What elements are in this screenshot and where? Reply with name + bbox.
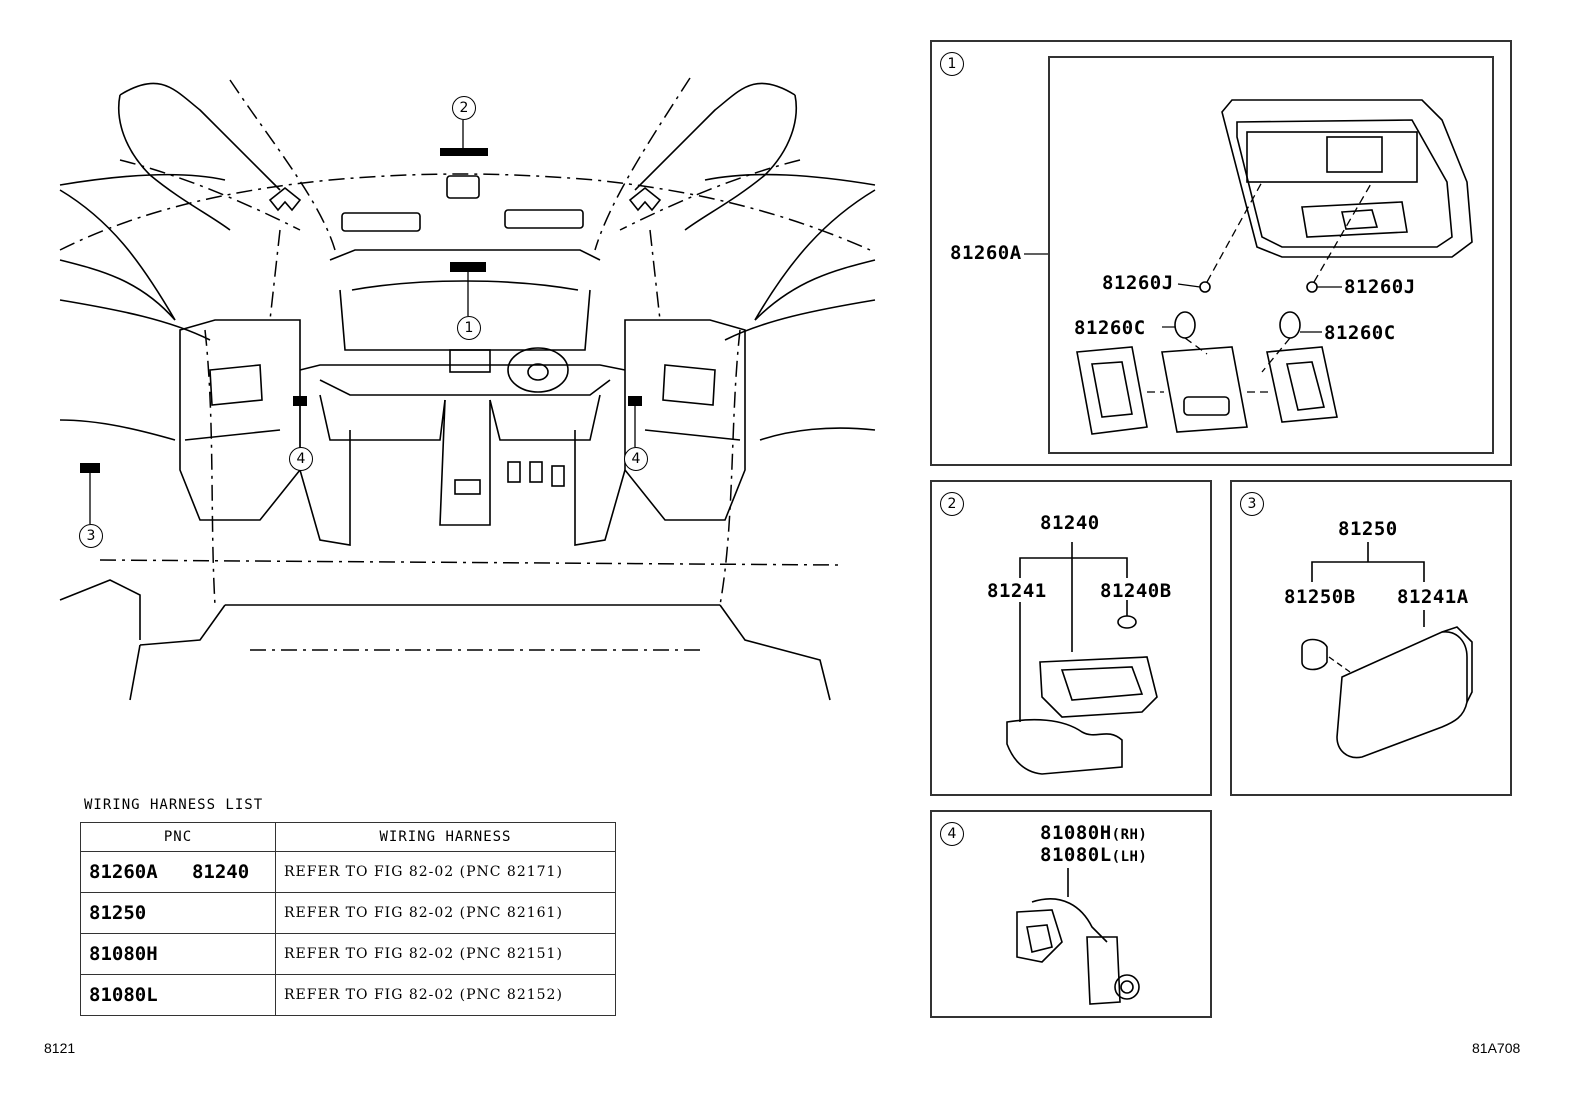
map-lamp-drawing bbox=[1006, 542, 1158, 775]
table-row: 81250 REFER TO FIG 82-02 (PNC 82161) bbox=[80, 892, 616, 934]
label-81260C-left: 81260C bbox=[1074, 317, 1146, 339]
label-81260J-left: 81260J bbox=[1102, 272, 1174, 294]
label-81080L: 81080L(LH) bbox=[1040, 844, 1147, 866]
table-cell-pnc: 81260A 81240 bbox=[80, 851, 276, 893]
panel-4-number: 4 bbox=[940, 822, 964, 846]
wiring-harness-table: PNC WIRING HARNESS 81260A 81240 REFER TO… bbox=[80, 822, 616, 1016]
callout-3: 3 bbox=[79, 524, 103, 548]
table-cell-ref: REFER TO FIG 82-02 (PNC 82171) bbox=[275, 851, 616, 893]
figure-number: 8121 bbox=[44, 1040, 76, 1056]
luggage-lamp-drawing bbox=[1301, 542, 1473, 759]
table-row: 81080H REFER TO FIG 82-02 (PNC 82151) bbox=[80, 933, 616, 975]
callout-2: 2 bbox=[452, 96, 476, 120]
header-wiring-harness: WIRING HARNESS bbox=[275, 822, 616, 852]
table-row: 81080L REFER TO FIG 82-02 (PNC 82152) bbox=[80, 974, 616, 1016]
label-81080H: 81080H(RH) bbox=[1040, 822, 1147, 844]
panel-1-number: 1 bbox=[940, 52, 964, 76]
label-81080L-part: 81080L bbox=[1040, 844, 1112, 866]
label-81250B: 81250B bbox=[1284, 586, 1356, 608]
table-cell-pnc: 81080L bbox=[80, 974, 276, 1016]
table-cell-ref: REFER TO FIG 82-02 (PNC 82161) bbox=[275, 892, 616, 934]
table-cell-ref: REFER TO FIG 82-02 (PNC 82152) bbox=[275, 974, 616, 1016]
courtesy-switch-drawing bbox=[1016, 868, 1140, 1005]
label-81241A: 81241A bbox=[1397, 586, 1469, 608]
label-81260C-right: 81260C bbox=[1324, 322, 1396, 344]
table-cell-ref: REFER TO FIG 82-02 (PNC 82151) bbox=[275, 933, 616, 975]
label-81260A: 81260A bbox=[950, 242, 1022, 264]
table-row: 81260A 81240 REFER TO FIG 82-02 (PNC 821… bbox=[80, 851, 616, 893]
label-81080H-part: 81080H bbox=[1040, 822, 1112, 844]
detail-panel-3: 3 81250 81250B 81241A bbox=[1230, 480, 1512, 796]
table-cell-pnc: 81080H bbox=[80, 933, 276, 975]
callout-1: 1 bbox=[457, 316, 481, 340]
label-81260J-right: 81260J bbox=[1344, 276, 1416, 298]
label-81240: 81240 bbox=[1040, 512, 1100, 534]
label-81241: 81241 bbox=[987, 580, 1047, 602]
room-lamp-drawing bbox=[1024, 99, 1473, 435]
label-rh-suffix: (RH) bbox=[1111, 827, 1148, 843]
detail-panel-4: 4 81080H(RH) 81080L(LH) bbox=[930, 810, 1212, 1018]
detail-panel-2: 2 81240 81241 81240B bbox=[930, 480, 1212, 796]
header-pnc: PNC bbox=[80, 822, 276, 852]
callout-4-right: 4 bbox=[624, 447, 648, 471]
callout-4-left: 4 bbox=[289, 447, 313, 471]
panel-1-inner-frame bbox=[1048, 56, 1494, 454]
label-81250: 81250 bbox=[1338, 518, 1398, 540]
panel-2-number: 2 bbox=[940, 492, 964, 516]
table-header-row: PNC WIRING HARNESS bbox=[80, 822, 616, 852]
illustration-code: 81A708 bbox=[1472, 1040, 1521, 1056]
label-81240B: 81240B bbox=[1100, 580, 1172, 602]
detail-panel-1: 1 bbox=[930, 40, 1512, 466]
wiring-harness-list-title: WIRING HARNESS LIST bbox=[84, 797, 264, 813]
table-cell-pnc: 81250 bbox=[80, 892, 276, 934]
label-lh-suffix: (LH) bbox=[1111, 849, 1148, 865]
panel-3-number: 3 bbox=[1240, 492, 1264, 516]
interior-illustration bbox=[59, 77, 876, 701]
